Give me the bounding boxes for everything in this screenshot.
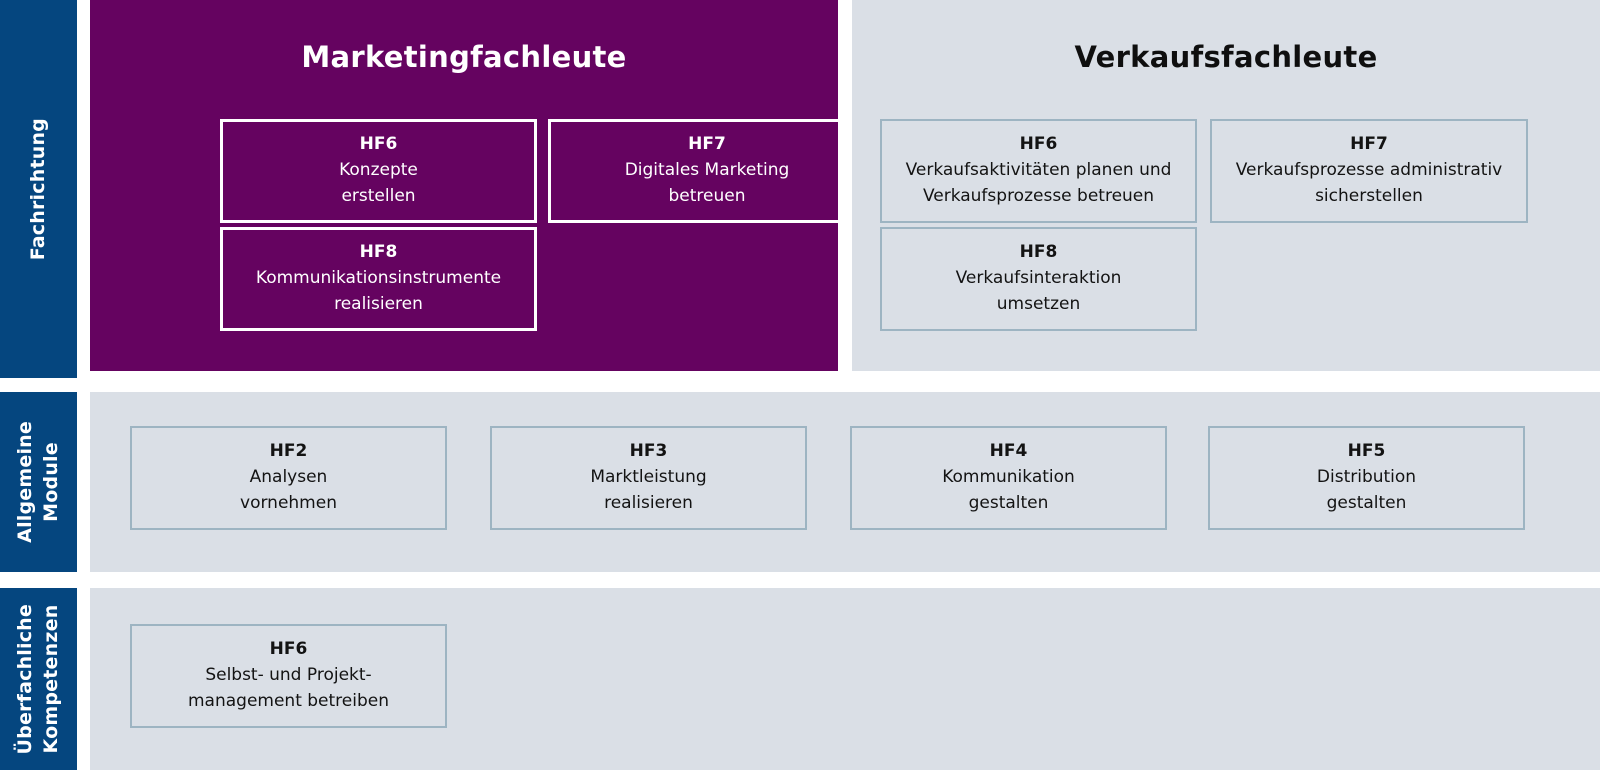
module-code: HF6 <box>1019 134 1058 155</box>
module-code: HF4 <box>989 441 1028 462</box>
module-box-allgemein-hf2[interactable]: HF2 Analysen vornehmen <box>130 426 447 530</box>
module-code: HF7 <box>1350 134 1388 155</box>
module-description: Verkaufsaktivitäten planen und Verkaufsp… <box>905 159 1172 206</box>
module-description: Selbst- und Projekt- management betreibe… <box>187 664 390 711</box>
sidebar-item-ueberfachliche-kompetenzen: Überfachliche Kompetenzen <box>0 588 77 770</box>
panel-title-marketingfachleute: Marketingfachleute <box>301 40 627 74</box>
module-box-verkauf-hf7[interactable]: HF7 Verkaufsprozesse administrativ siche… <box>1210 119 1528 223</box>
module-code: HF6 <box>269 639 308 660</box>
module-code: HF3 <box>629 441 668 462</box>
module-description: Kommunikation gestalten <box>942 466 1075 513</box>
module-description: Konzepte erstellen <box>339 159 418 206</box>
sidebar-item-label: Fachrichtung <box>27 117 50 261</box>
module-description: Marktleistung realisieren <box>590 466 707 513</box>
module-description: Kommunikationsinstrumente realisieren <box>255 267 502 314</box>
sidebar-item-fachrichtung: Fachrichtung <box>0 0 77 378</box>
sidebar-item-label: Überfachliche Kompetenzen <box>14 603 63 755</box>
module-code: HF8 <box>1019 242 1058 263</box>
panel-marketingfachleute: Marketingfachleute HF6 Konzepte erstelle… <box>90 0 866 371</box>
panel-allgemeine-module: HF2 Analysen vornehmen HF3 Marktleistung… <box>90 392 1600 572</box>
module-box-allgemein-hf4[interactable]: HF4 Kommunikation gestalten <box>850 426 1167 530</box>
module-description: Verkaufsprozesse administrativ sicherste… <box>1235 159 1503 206</box>
module-box-allgemein-hf3[interactable]: HF3 Marktleistung realisieren <box>490 426 807 530</box>
module-code: HF5 <box>1347 441 1386 462</box>
panel-title-verkaufsfachleute: Verkaufsfachleute <box>1074 40 1378 74</box>
module-box-ueberfachlich-hf6[interactable]: HF6 Selbst- und Projekt- management betr… <box>130 624 447 728</box>
sidebar-item-label: Allgemeine Module <box>14 421 63 543</box>
module-description: Distribution gestalten <box>1316 466 1417 513</box>
module-box-verkauf-hf6[interactable]: HF6 Verkaufsaktivitäten planen und Verka… <box>880 119 1197 223</box>
module-code: HF7 <box>688 134 726 155</box>
module-code: HF6 <box>359 134 398 155</box>
module-box-allgemein-hf5[interactable]: HF5 Distribution gestalten <box>1208 426 1525 530</box>
module-code: HF8 <box>359 242 398 263</box>
module-box-marketing-hf7[interactable]: HF7 Digitales Marketing betreuen <box>548 119 866 223</box>
panel-ueberfachliche-kompetenzen: HF6 Selbst- und Projekt- management betr… <box>90 588 1600 770</box>
module-description: Digitales Marketing betreuen <box>624 159 790 206</box>
module-box-marketing-hf8[interactable]: HF8 Kommunikationsinstrumente realisiere… <box>220 227 537 331</box>
module-description: Verkaufsinteraktion umsetzen <box>955 267 1122 314</box>
module-description: Analysen vornehmen <box>240 466 337 513</box>
module-box-marketing-hf6[interactable]: HF6 Konzepte erstellen <box>220 119 537 223</box>
panel-verkaufsfachleute: Verkaufsfachleute HF6 Verkaufsaktivitäte… <box>852 0 1600 371</box>
module-code: HF2 <box>269 441 308 462</box>
sidebar-item-allgemeine-module: Allgemeine Module <box>0 392 77 572</box>
module-box-verkauf-hf8[interactable]: HF8 Verkaufsinteraktion umsetzen <box>880 227 1197 331</box>
